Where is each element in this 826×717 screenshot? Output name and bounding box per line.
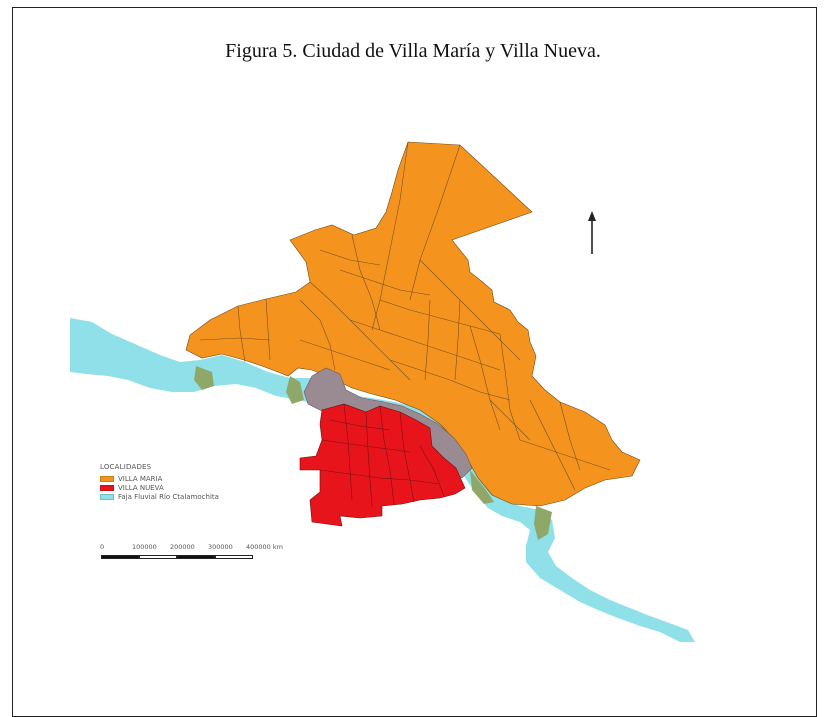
river-strip [70, 318, 695, 642]
map-legend: LOCALIDADES VILLA MARIA VILLA NUEVA Faja… [100, 463, 219, 501]
figure-caption: Figura 5. Ciudad de Villa María y Villa … [225, 40, 601, 62]
legend-item-villa-maria: VILLA MARIA [100, 474, 219, 483]
legend-label: VILLA NUEVA [118, 483, 164, 492]
scale-labels: 0 100000 200000 300000 400000 km [96, 543, 296, 553]
villa-nueva-area [299, 403, 466, 527]
scale-label: 400000 km [246, 543, 283, 551]
legend-item-river: Faja Fluvial Río Ctalamochita [100, 492, 219, 501]
scale-label: 200000 [170, 543, 195, 551]
scale-bar-segments [101, 555, 296, 559]
scale-label: 0 [100, 543, 105, 551]
scale-bar: 0 100000 200000 300000 400000 km [96, 543, 296, 559]
legend-label: VILLA MARIA [118, 474, 163, 483]
legend-item-villa-nueva: VILLA NUEVA [100, 483, 219, 492]
villa-maria-boundaries [199, 141, 611, 491]
legend-title: LOCALIDADES [100, 463, 152, 471]
scale-segment [101, 555, 139, 559]
scale-label: 100000 [132, 543, 157, 551]
scale-segment [139, 555, 177, 559]
legend-swatch-river [100, 493, 114, 500]
scale-segment [177, 555, 215, 559]
north-arrow-icon [588, 211, 596, 254]
legend-label: Faja Fluvial Río Ctalamochita [118, 492, 219, 501]
legend-swatch-villa-nueva [100, 484, 114, 491]
scale-segment [215, 555, 253, 559]
scale-label: 300000 [208, 543, 233, 551]
villa-nueva-boundaries [319, 403, 445, 507]
legend-swatch-villa-maria [100, 475, 114, 482]
